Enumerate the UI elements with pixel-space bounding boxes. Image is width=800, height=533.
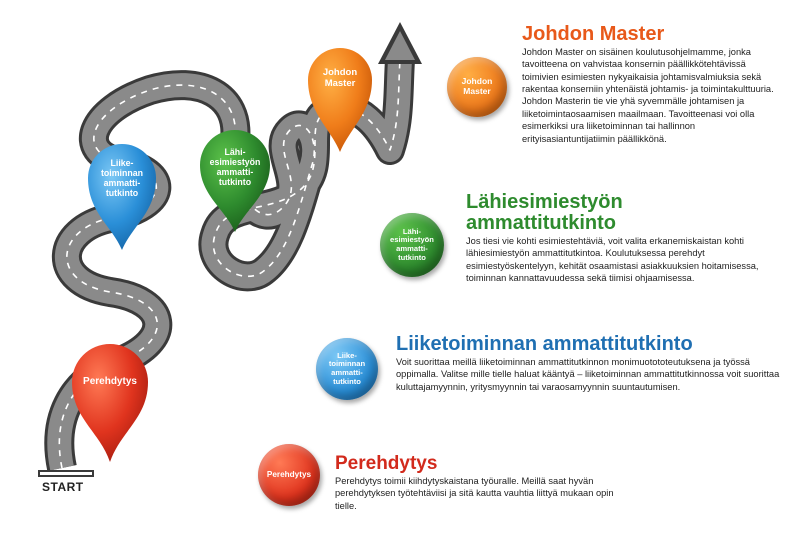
pin-lahi-line-1: Lähi- bbox=[224, 147, 246, 158]
section-title-lahi: Lähiesimiestyön ammattitutkinto bbox=[466, 192, 786, 234]
pin-liike-line-3: ammatti- bbox=[103, 178, 141, 188]
badge-liike-line-1: Liike- bbox=[337, 350, 357, 360]
section-title-lahi-line-2: ammattitutkinto bbox=[466, 212, 616, 234]
pin-lahi-line-2: esimiestyön bbox=[209, 157, 261, 168]
pin-lahiesimiestyon bbox=[200, 130, 270, 232]
pin-liike-line-4: tutkinto bbox=[105, 187, 139, 198]
badge-lahi-line-3: ammatti- bbox=[396, 244, 428, 253]
badge-lahi-line-2: esimiestyön bbox=[390, 235, 434, 245]
start-label: START bbox=[42, 480, 84, 494]
pin-lahi-line-3: ammatti- bbox=[216, 167, 254, 177]
pin-perehdytys bbox=[72, 344, 148, 462]
section-text-johdon: Johdon Master on sisäinen koulutusohjelm… bbox=[522, 47, 774, 144]
badge-pere-line-1: Perehdytys bbox=[266, 470, 312, 480]
section-perehdytys: Perehdytys Perehdytys toimii kiihdytyska… bbox=[335, 454, 755, 512]
section-text-pere: Perehdytys toimii kiihdytyskaistana työu… bbox=[335, 475, 614, 511]
section-title-liike: Liiketoiminnan ammattitutkinto bbox=[396, 333, 693, 355]
badge-perehdytys: Perehdytys bbox=[258, 444, 320, 506]
pin-label-liike: Liike- toiminnan ammatti- tutkinto bbox=[88, 152, 156, 206]
pin-label-pere: Perehdytys bbox=[72, 368, 148, 396]
pin-johdon-master bbox=[308, 48, 372, 152]
road bbox=[38, 22, 422, 477]
pin-johdon-line-1: Johdon bbox=[322, 67, 358, 79]
badge-liike-line-2: toiminnan bbox=[328, 359, 366, 369]
pin-liike-line-2: toiminnan bbox=[100, 168, 144, 179]
badge-lahi-line-4: tutkinto bbox=[398, 252, 426, 262]
section-liiketoiminnan: Liiketoiminnan ammattitutkinto Voit suor… bbox=[396, 334, 788, 393]
pin-liiketoiminnan bbox=[88, 144, 156, 250]
pin-lahi-line-4: tutkinto bbox=[218, 176, 252, 187]
section-title-pere: Perehdytys bbox=[335, 453, 438, 474]
section-johdon-master: Johdon Master Johdon Master on sisäinen … bbox=[522, 24, 784, 145]
badge-liiketoiminnan: Liike- toiminnan ammatti- tutkinto bbox=[316, 338, 378, 400]
section-title-johdon: Johdon Master bbox=[522, 23, 665, 45]
pin-liike-line-1: Liike- bbox=[110, 158, 134, 169]
section-text-liike: Voit suorittaa meillä liiketoiminnan amm… bbox=[396, 357, 780, 392]
pin-label-lahi: Lähi- esimiestyön ammatti- tutkinto bbox=[200, 140, 270, 196]
badge-liike-line-3: ammatti- bbox=[331, 368, 363, 377]
section-text-lahi: Jos tiesi vie kohti esimiestehtäviä, voi… bbox=[466, 236, 759, 284]
badge-lahi-line-1: Lähi- bbox=[402, 226, 422, 236]
badge-lahiesimiestyon: Lähi- esimiestyön ammatti- tutkinto bbox=[380, 213, 444, 277]
pin-johdon-line-2: Master bbox=[324, 78, 356, 89]
badge-liike-line-4: tutkinto bbox=[333, 376, 361, 386]
badge-johdon-line-2: Master bbox=[463, 86, 491, 96]
pin-pere-line-1: Perehdytys bbox=[83, 376, 137, 388]
section-lahiesimiestyon: Lähiesimiestyön ammattitutkinto Jos ties… bbox=[466, 192, 786, 284]
badge-johdon-line-1: Johdon bbox=[461, 76, 493, 87]
section-title-lahi-line-1: Lähiesimiestyön bbox=[466, 191, 623, 213]
